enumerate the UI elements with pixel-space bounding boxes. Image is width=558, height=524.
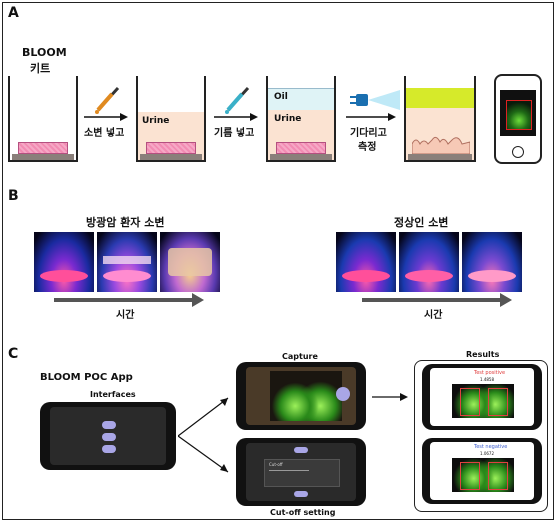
step2-arrow: [214, 113, 258, 121]
cutoff-dialog: Cut-off: [264, 459, 340, 487]
oil-layer: [268, 88, 334, 111]
cutoff-setting-label: Cut-off setting: [270, 508, 336, 517]
beaker-kit: [8, 76, 78, 162]
result-negative-image: [452, 458, 514, 492]
pipette-icon: [225, 86, 250, 114]
urine-label: Urine: [274, 114, 302, 124]
interfaces-phone: [40, 402, 176, 470]
step1-label: 소변 넣고: [84, 128, 125, 139]
time-label-right: 시간: [424, 310, 443, 321]
pipette-icon: [95, 86, 120, 114]
bloom-growth: [412, 136, 470, 154]
app-title: BLOOM POC App: [40, 372, 133, 383]
result-negative-value: 1.0672: [480, 451, 494, 456]
home-button: [512, 146, 524, 158]
patient-photo-1: [34, 232, 94, 292]
beaker-oil: Oil Urine: [266, 76, 336, 162]
time-arrowhead-left: [192, 293, 204, 307]
cutoff-pill-top[interactable]: [294, 447, 308, 453]
menu-pill-results[interactable]: [102, 433, 116, 441]
normal-photo-3: [462, 232, 522, 292]
interfaces-screen: [50, 407, 166, 465]
oil-label: Oil: [274, 92, 288, 102]
result-negative-text: Test negative: [474, 444, 508, 450]
cutoff-screen: Cut-off: [246, 443, 356, 501]
result-positive-screen: Test positive 1.4858: [430, 368, 534, 426]
shutter-button[interactable]: [336, 387, 350, 401]
cutoff-input[interactable]: [269, 470, 309, 471]
branch-arrows: [178, 397, 229, 473]
capture-screen: [246, 367, 356, 425]
menu-pill-capture[interactable]: [102, 421, 116, 429]
step3-label-line2: 측정: [358, 142, 377, 153]
algae-layer: [406, 88, 474, 108]
panel-c-letter: C: [8, 346, 19, 362]
kit-base: [140, 154, 202, 160]
result-positive-image: [452, 384, 514, 418]
beaker-bloom: [404, 76, 476, 162]
step2-label: 기름 넣고: [214, 128, 255, 139]
kit-pad: [146, 142, 196, 154]
cutoff-pill-bottom[interactable]: [294, 491, 308, 497]
panel-a-letter: A: [8, 5, 19, 21]
beaker-urine: Urine: [136, 76, 206, 162]
urine-label: Urine: [142, 116, 170, 126]
kit-base: [12, 154, 74, 160]
patient-photo-3: [160, 232, 220, 292]
kit-base: [270, 154, 332, 160]
result-positive-phone: Test positive 1.4858: [422, 364, 542, 430]
step3-label-line1: 기다리고: [350, 128, 387, 139]
kit-label-line1: BLOOM: [22, 46, 67, 59]
capture-label: Capture: [282, 352, 318, 361]
step1-arrow: [84, 113, 128, 121]
phone-screen: [500, 90, 536, 136]
results-arrow: [372, 393, 408, 401]
patient-title: 방광암 환자 소변: [86, 216, 165, 229]
time-arrowhead-right: [500, 293, 512, 307]
results-label: Results: [464, 350, 502, 359]
capture-phone: [236, 362, 366, 430]
results-frame: [414, 360, 548, 512]
kit-pad: [276, 142, 326, 154]
cutoff-phone: Cut-off: [236, 438, 366, 506]
result-positive-text: Test positive: [474, 370, 506, 376]
normal-photo-1: [336, 232, 396, 292]
result-negative-screen: Test negative 1.0672: [430, 442, 534, 500]
interfaces-label: Interfaces: [90, 390, 136, 399]
kit-base: [408, 154, 472, 160]
light-source-icon: [350, 90, 400, 110]
time-label-left: 시간: [116, 310, 135, 321]
panel-b-letter: B: [8, 188, 19, 204]
kit-label-line2: 키트: [30, 62, 51, 75]
figure-frame: [2, 2, 554, 520]
cutoff-dialog-title: Cut-off: [269, 462, 283, 467]
phone-screen-image: [506, 100, 532, 130]
time-arrow-right: [362, 298, 502, 302]
time-arrow-left: [54, 298, 194, 302]
normal-title: 정상인 소변: [394, 216, 449, 229]
result-positive-value: 1.4858: [480, 377, 494, 382]
menu-pill-cutoff[interactable]: [102, 445, 116, 453]
step3-arrow: [346, 113, 396, 121]
smartphone: [494, 74, 542, 164]
patient-photo-2: [97, 232, 157, 292]
kit-pad: [18, 142, 68, 154]
result-negative-phone: Test negative 1.0672: [422, 438, 542, 504]
normal-photo-2: [399, 232, 459, 292]
capture-camera-view: [270, 371, 342, 421]
